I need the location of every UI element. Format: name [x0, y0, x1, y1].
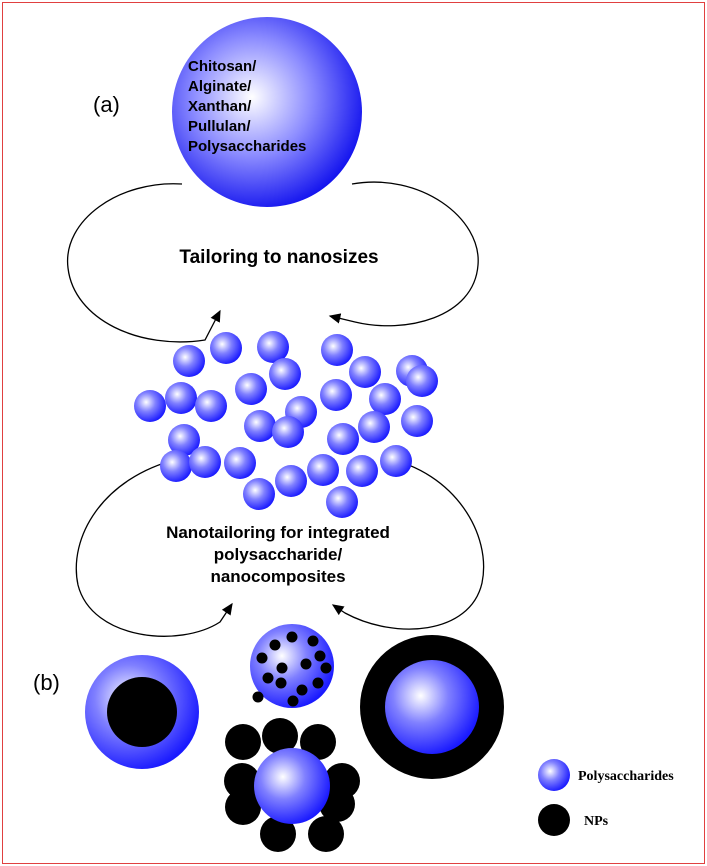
embedded-np	[307, 635, 319, 647]
embedded-np	[275, 677, 287, 689]
polysaccharide-core	[385, 660, 479, 754]
nanosphere	[235, 373, 267, 405]
nanosphere	[326, 486, 358, 518]
sphere-line-1: Chitosan/	[188, 58, 257, 75]
step-label-tailoring: Tailoring to nanosizes	[179, 247, 378, 268]
np-core	[107, 677, 177, 747]
sphere-line-2: Alginate/	[188, 78, 252, 95]
legend-np-swatch	[538, 804, 570, 836]
embedded-np	[262, 672, 274, 684]
nanosphere	[165, 382, 197, 414]
legend-nps-label: NPs	[584, 814, 609, 829]
nanocomposite-np-decorated	[224, 718, 360, 852]
decorating-np	[308, 816, 344, 852]
nanosphere	[160, 450, 192, 482]
nanosphere	[346, 455, 378, 487]
nanosphere	[189, 446, 221, 478]
sphere-line-3: Xanthan/	[188, 98, 252, 115]
nanosphere	[358, 411, 390, 443]
embedded-np	[314, 650, 326, 662]
nanotailoring-line-3: nanocomposites	[210, 567, 345, 586]
legend: Polysaccharides NPs	[538, 759, 674, 836]
nanosphere	[272, 416, 304, 448]
right-curved-arrow-bottom	[331, 457, 485, 630]
large-sphere-label: Chitosan/ Alginate/ Xanthan/ Pullulan/ P…	[188, 58, 306, 155]
nanosphere	[380, 445, 412, 477]
nanosphere	[210, 332, 242, 364]
embedded-np	[276, 662, 288, 674]
nanosphere	[224, 447, 256, 479]
nanosphere	[275, 465, 307, 497]
step-label-nanotailoring: Nanotailoring for integrated polysacchar…	[166, 523, 390, 586]
decorating-np	[225, 789, 261, 825]
nanotailoring-line-2: polysaccharide/	[214, 545, 343, 564]
decorating-np	[262, 718, 298, 754]
panel-label-b: (b)	[33, 670, 60, 695]
decorating-np	[300, 724, 336, 760]
decorating-np	[225, 724, 261, 760]
decorating-np	[224, 763, 260, 799]
nanosphere-cluster	[134, 331, 438, 518]
nanosphere	[369, 383, 401, 415]
nanosphere	[307, 454, 339, 486]
sphere-line-5: Polysaccharides	[188, 138, 306, 155]
nanosphere	[320, 379, 352, 411]
embedded-np	[269, 639, 281, 651]
large-polysaccharide-sphere	[172, 17, 362, 207]
left-curved-arrow-bottom	[75, 458, 233, 637]
nanosphere	[257, 331, 289, 363]
nanosphere	[321, 334, 353, 366]
nanocomposite-np-core-polysaccharide-shell	[85, 655, 199, 769]
nanosphere	[168, 424, 200, 456]
nanosphere	[401, 405, 433, 437]
legend-polysaccharides-label: Polysaccharides	[578, 769, 674, 784]
nanosphere	[173, 345, 205, 377]
embedded-np	[252, 691, 264, 703]
nanosphere	[349, 356, 381, 388]
decorating-np	[260, 816, 296, 852]
embedded-np	[312, 677, 324, 689]
nanocomposite-embedded-nps	[250, 624, 334, 708]
nanosphere	[134, 390, 166, 422]
polysaccharide-core	[254, 748, 330, 824]
embedded-np	[287, 695, 299, 707]
embedded-np	[320, 662, 332, 674]
embedded-np	[286, 631, 298, 643]
nanosphere	[244, 410, 276, 442]
right-curved-arrow-top	[328, 181, 479, 327]
embedded-np	[256, 652, 268, 664]
nanocomposite-polysaccharide-core-np-shell	[360, 635, 504, 779]
nanosphere	[327, 423, 359, 455]
nanosphere	[243, 478, 275, 510]
nanotailoring-line-1: Nanotailoring for integrated	[166, 523, 390, 542]
embedded-np	[300, 658, 312, 670]
nanosphere	[195, 390, 227, 422]
left-curved-arrow-top	[67, 183, 221, 343]
nanosphere	[269, 358, 301, 390]
nanosphere	[406, 365, 438, 397]
embedded-np	[296, 684, 308, 696]
sphere-line-4: Pullulan/	[188, 118, 251, 135]
legend-polysaccharide-swatch	[538, 759, 570, 791]
panel-label-a: (a)	[93, 92, 120, 117]
